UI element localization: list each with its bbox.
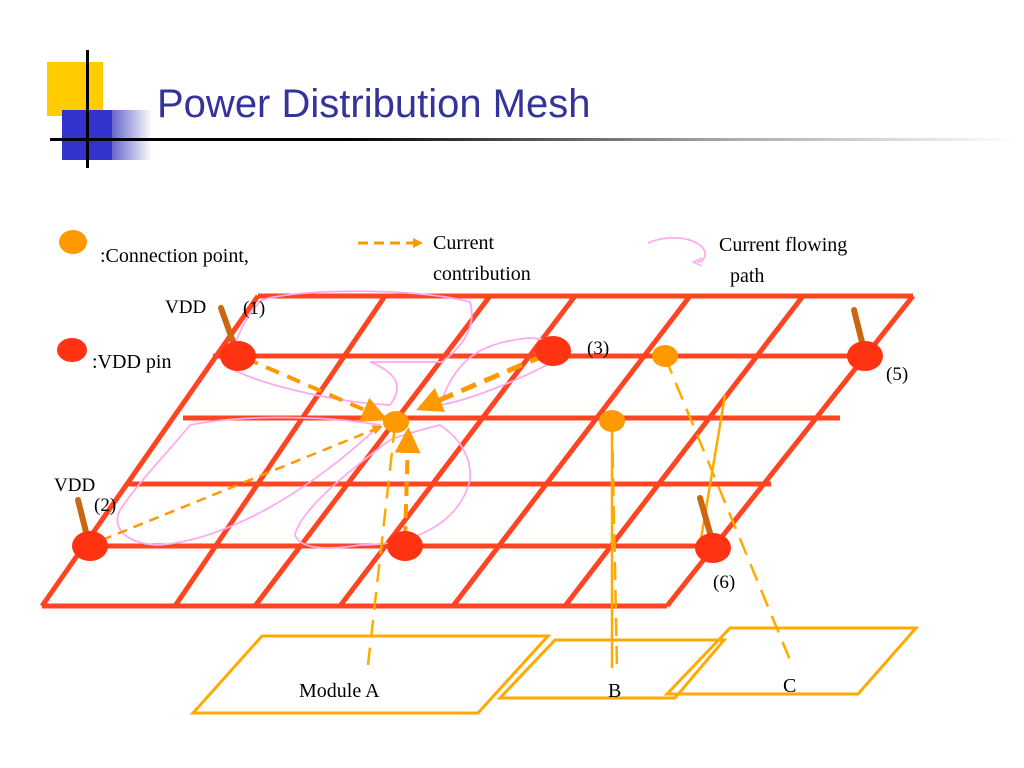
pin-label-5: (5) — [886, 364, 908, 385]
connection-points — [383, 345, 678, 433]
connection-point-a — [383, 411, 409, 433]
current-contribution-arrows — [101, 352, 546, 542]
logo-decoration — [0, 0, 1024, 170]
module-b-outline — [496, 638, 728, 700]
vdd-pin-1 — [220, 341, 256, 371]
pin-label-1: (1) — [243, 298, 265, 319]
grid-line-d6 — [563, 294, 805, 608]
vdd-pin-2 — [72, 531, 108, 561]
vdd-stub-6 — [697, 495, 715, 543]
module-b-label: B — [608, 680, 621, 702]
arrow-from-pin-1 — [244, 356, 388, 422]
legend-vdd-pin-label: :VDD pin — [92, 351, 171, 373]
legend-current-path-label-2: path — [730, 265, 764, 287]
legend-current-contribution-label-1: Current — [433, 232, 495, 254]
pin-label-2: (2) — [94, 495, 116, 516]
legend-connection-point-icon — [59, 230, 87, 254]
logo-vertical-rule — [86, 50, 89, 168]
flow-path-left — [116, 416, 382, 546]
pin-labels: VDD (1) (3) (5) VDD (2) (6) — [54, 297, 908, 593]
page-title: Power Distribution Mesh — [157, 82, 591, 126]
connection-point-c — [652, 345, 678, 367]
connection-point-b — [599, 410, 625, 432]
drop-c-dashed — [663, 356, 792, 661]
legend-vdd-pin-icon — [57, 338, 87, 362]
module-c-label: C — [783, 675, 796, 697]
vdd-pin-6 — [695, 533, 731, 563]
module-c-outline — [663, 626, 920, 696]
logo-yellow-square — [47, 62, 103, 116]
vdd-pins — [72, 336, 883, 563]
drop-a-dashed — [366, 424, 397, 666]
legend: :Connection point, :VDD pin Current cont… — [57, 230, 847, 373]
arrow-from-bottom-pin — [394, 427, 421, 541]
module-labels: Module A B C — [299, 675, 796, 702]
power-mesh-grid — [39, 293, 915, 609]
modules — [189, 626, 920, 715]
grid-line-d2 — [172, 294, 388, 608]
pin-label-3: (3) — [587, 338, 609, 359]
vdd-pin-3 — [535, 336, 571, 366]
module-connection-lines — [366, 356, 792, 669]
legend-connection-point-label: :Connection point, — [100, 245, 249, 267]
arrow-from-pin-3 — [416, 352, 546, 412]
logo-blue-fade — [112, 110, 152, 160]
title-underline — [50, 138, 1020, 141]
vdd-pin-5 — [847, 341, 883, 371]
vdd-label-top: VDD — [165, 297, 206, 318]
module-a-label: Module A — [299, 680, 380, 702]
module-a-outline — [189, 634, 552, 715]
vdd-label-left: VDD — [54, 475, 95, 496]
legend-current-path-icon — [647, 236, 707, 262]
vdd-pin-bottom — [387, 531, 423, 561]
legend-current-contribution-label-2: contribution — [433, 263, 531, 285]
grid-line-d3 — [253, 294, 492, 608]
legend-current-path-label-1: Current flowing — [719, 234, 847, 256]
pin-label-6: (6) — [713, 572, 735, 593]
grid-line-d5 — [451, 294, 692, 608]
